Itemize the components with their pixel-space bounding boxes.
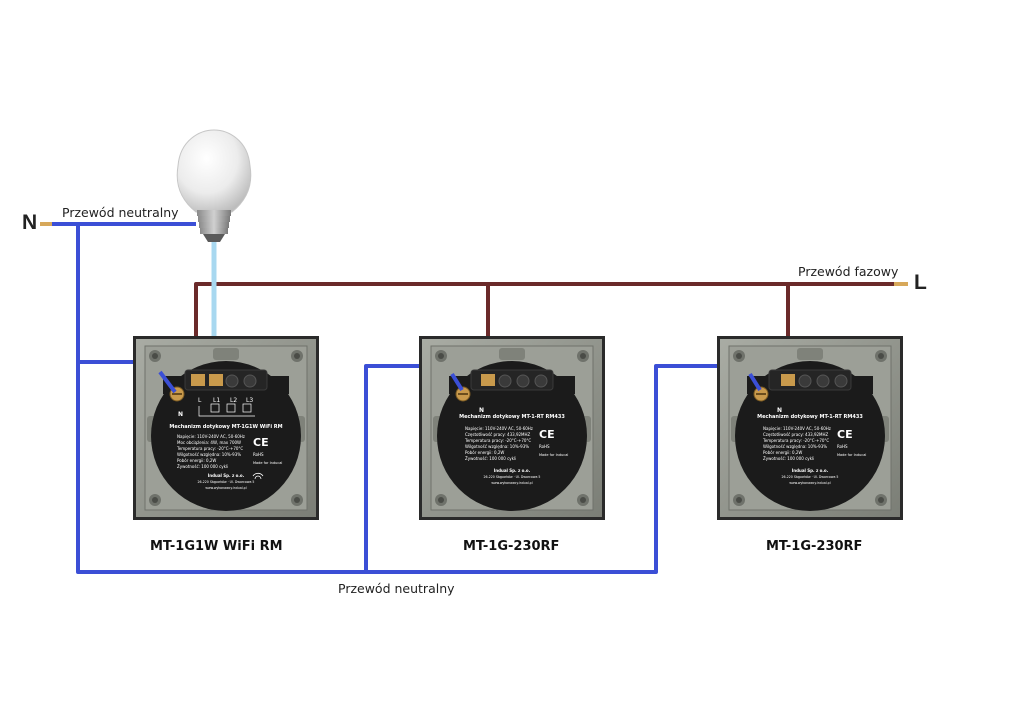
relay-schematic	[198, 403, 255, 417]
company-website: www.wykonawcy.indual.pl	[491, 481, 532, 485]
company-website: www.wykonawcy.indual.pl	[205, 486, 246, 490]
spec-line: Żywotność: 100 000 cykli	[763, 456, 814, 461]
rohs-mark: RoHS	[539, 444, 550, 449]
spec-line: Wilgotność względna: 10%-93%	[177, 452, 241, 457]
terminal-l-label: L	[198, 397, 202, 404]
spec-line: Pobór energii: 0,2W	[763, 450, 802, 455]
device-3-label: MT-1G-230RF	[766, 539, 863, 554]
spec-line: Częstotliwość pracy: 433,92MHZ	[465, 432, 531, 437]
spec-line: Moc obciążenia: 4W, max 700W	[177, 440, 241, 445]
spec-line: Częstotliwość pracy: 433,92MHZ	[763, 432, 829, 437]
phase-terminal-label: L	[914, 271, 927, 294]
switch-module-rf: N Mechanizm dotykowy MT-1-RT RM433 Napię…	[418, 335, 606, 521]
terminal-screws	[481, 374, 548, 388]
company-name: Indual Sp. z o.o.	[208, 473, 245, 478]
terminal-n-label: N	[479, 407, 484, 414]
terminal-n-label: N	[178, 411, 183, 418]
terminal-n-label: N	[777, 407, 782, 414]
company-address: 26-220 Stąporków · Ul. Dworcowa 5	[782, 475, 839, 479]
company-name: Indual Sp. z o.o.	[792, 468, 829, 473]
ce-mark: CE	[539, 428, 555, 441]
switch-module-rf-2: N Mechanizm dotykowy MT-1-RT RM433 Napię…	[716, 335, 904, 521]
spec-line: Napięcie: 110V-240V AC, 50-60Hz	[177, 434, 245, 439]
device-2-label: MT-1G-230RF	[463, 539, 560, 554]
made-for-mark: Made for Inducal	[253, 461, 282, 465]
ce-mark: CE	[837, 428, 853, 441]
spec-line: Napięcie: 110V-240V AC, 50-60Hz	[763, 426, 831, 431]
phase-wire-label: Przewód fazowy	[798, 264, 899, 279]
company-address: 26-220 Stąporków · Ul. Dworcowa 5	[198, 480, 255, 484]
device-1-label: MT-1G1W WiFi RM	[150, 539, 283, 554]
wifi-icon	[252, 472, 264, 480]
made-for-mark: Made for Inducal	[837, 453, 866, 457]
neutral-wire-label-top: Przewód neutralny	[62, 205, 179, 220]
spec-line: Napięcie: 110V-240V AC, 50-60Hz	[465, 426, 533, 431]
spec-line: Wilgotność względna: 10%-93%	[763, 444, 827, 449]
company-address: 26-220 Stąporków · Ul. Dworcowa 5	[484, 475, 541, 479]
rohs-mark: RoHS	[837, 444, 848, 449]
spec-line: Wilgotność względna: 10%-93%	[465, 444, 529, 449]
spec-line: Żywotność: 100 000 cykli	[177, 464, 228, 469]
spec-line: Temperatura pracy: -20°C-+70°C	[176, 446, 243, 451]
spec-line: Pobór energii: 0,2W	[465, 450, 504, 455]
neutral-wire-label-bottom: Przewód neutralny	[338, 581, 455, 596]
rohs-mark: RoHS	[253, 452, 264, 457]
terminal-l2-label: L2	[230, 397, 237, 404]
module-title: Mechanizm dotykowy MT-1-RT RM433	[757, 414, 863, 420]
light-bulb-icon	[176, 129, 252, 242]
module-title: Mechanizm dotykowy MT-1G1W WiFi RM	[169, 424, 282, 430]
terminal-l1-label: L1	[213, 397, 220, 404]
ce-mark: CE	[253, 436, 269, 449]
switch-module-wifi: N L L1 L2 L3 Mechanizm dotykowy MT-1G1W …	[132, 335, 320, 521]
spec-line: Temperatura pracy: -20°C-+70°C	[464, 438, 531, 443]
company-name: Indual Sp. z o.o.	[494, 468, 531, 473]
spec-line: Żywotność: 100 000 cykli	[465, 456, 516, 461]
made-for-mark: Made for Inducal	[539, 453, 568, 457]
terminal-screws	[781, 374, 848, 388]
neutral-terminal-label: N	[22, 211, 38, 234]
company-website: www.wykonawcy.indual.pl	[789, 481, 830, 485]
terminal-screws	[191, 374, 257, 388]
spec-line: Pobór energii: 0,2W	[177, 458, 216, 463]
spec-line: Temperatura pracy: -20°C-+70°C	[762, 438, 829, 443]
module-title: Mechanizm dotykowy MT-1-RT RM433	[459, 414, 565, 420]
terminal-l3-label: L3	[246, 397, 253, 404]
